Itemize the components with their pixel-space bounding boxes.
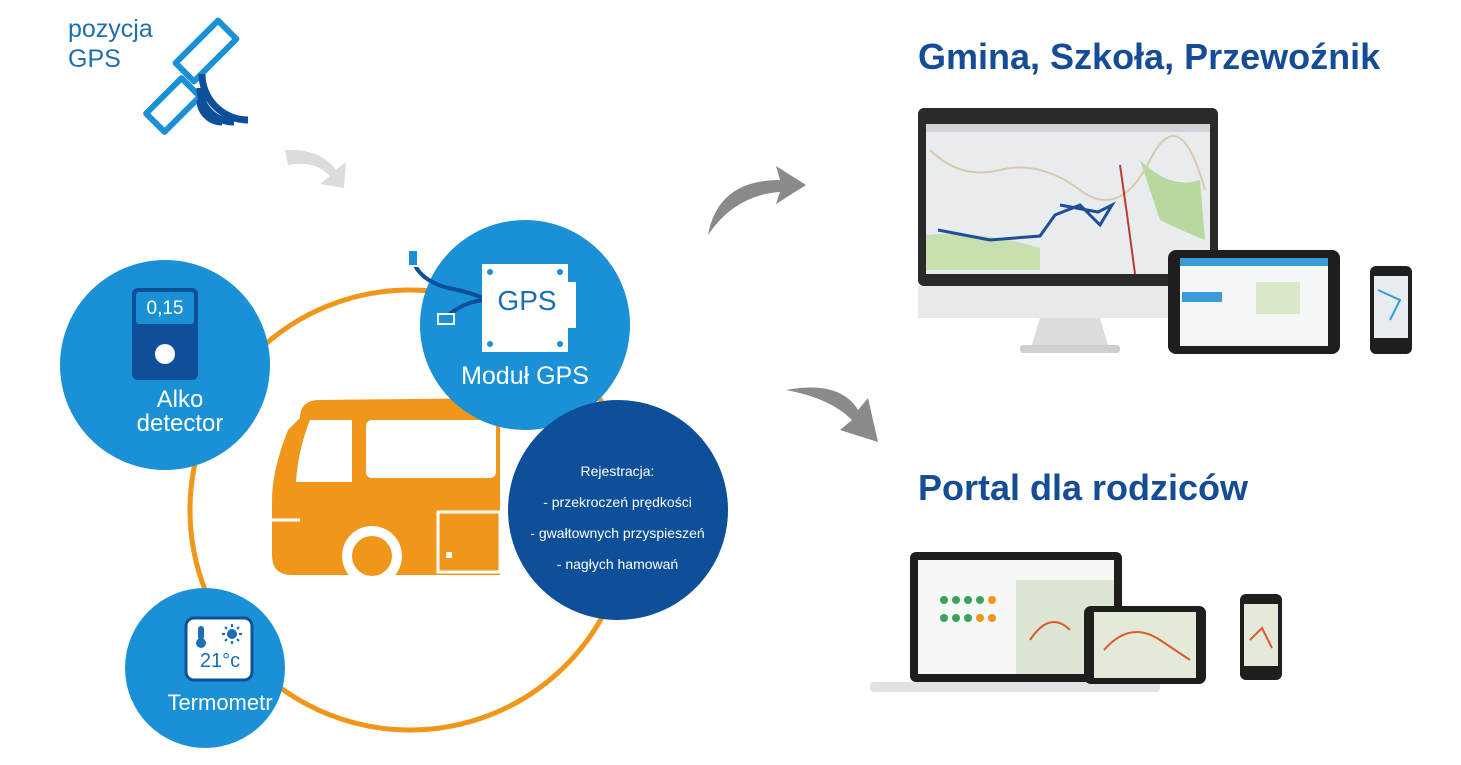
satellite-icon — [143, 17, 249, 135]
gps-position-line-1: pozycja — [68, 15, 153, 43]
thermometer-label: Termometr — [167, 690, 273, 715]
registration-item-braking: - nagłych hamowań — [556, 556, 679, 572]
phone-icon — [1370, 266, 1412, 354]
gps-position-label: pozycja GPS — [68, 14, 153, 74]
heading-admin-recipients: Gmina, Szkoła, Przewoźnik — [918, 36, 1381, 77]
gps-chip-icon — [482, 264, 576, 352]
gps-chip-label: GPS — [497, 285, 557, 316]
alko-detector-label: Alko detector — [80, 388, 280, 436]
heading-parents-portal: Portal dla rodziców — [918, 467, 1249, 508]
sun-icon — [222, 624, 242, 644]
tablet-icon — [1168, 250, 1340, 354]
alko-reading: 0,15 — [146, 298, 184, 319]
thermometer-icon — [196, 626, 206, 648]
alko-label-line-1: Alko — [156, 386, 204, 413]
registration-list: Rejestracja: - przekroczeń prędkości - g… — [505, 456, 730, 580]
arrow-satellite-to-gps — [285, 149, 346, 188]
tablet-portal-icon — [1084, 606, 1206, 684]
registration-node — [508, 400, 728, 620]
phone-portal-icon — [1240, 594, 1282, 680]
alko-label-line-2: detector — [136, 410, 224, 437]
laptop-icon — [870, 552, 1160, 692]
arrow-to-admin-devices — [708, 166, 806, 235]
temperature-reading: 21°c — [199, 650, 241, 672]
gps-module-label: Moduł GPS — [461, 362, 589, 390]
registration-item-acceleration: - gwałtownych przyspieszeń — [530, 525, 705, 541]
gps-position-line-2: GPS — [68, 45, 121, 73]
arrow-to-parents-portal — [786, 387, 878, 442]
registration-item-speeding: - przekroczeń prędkości — [543, 494, 692, 510]
bus-icon — [272, 398, 502, 586]
registration-title: Rejestracja: — [580, 463, 655, 479]
